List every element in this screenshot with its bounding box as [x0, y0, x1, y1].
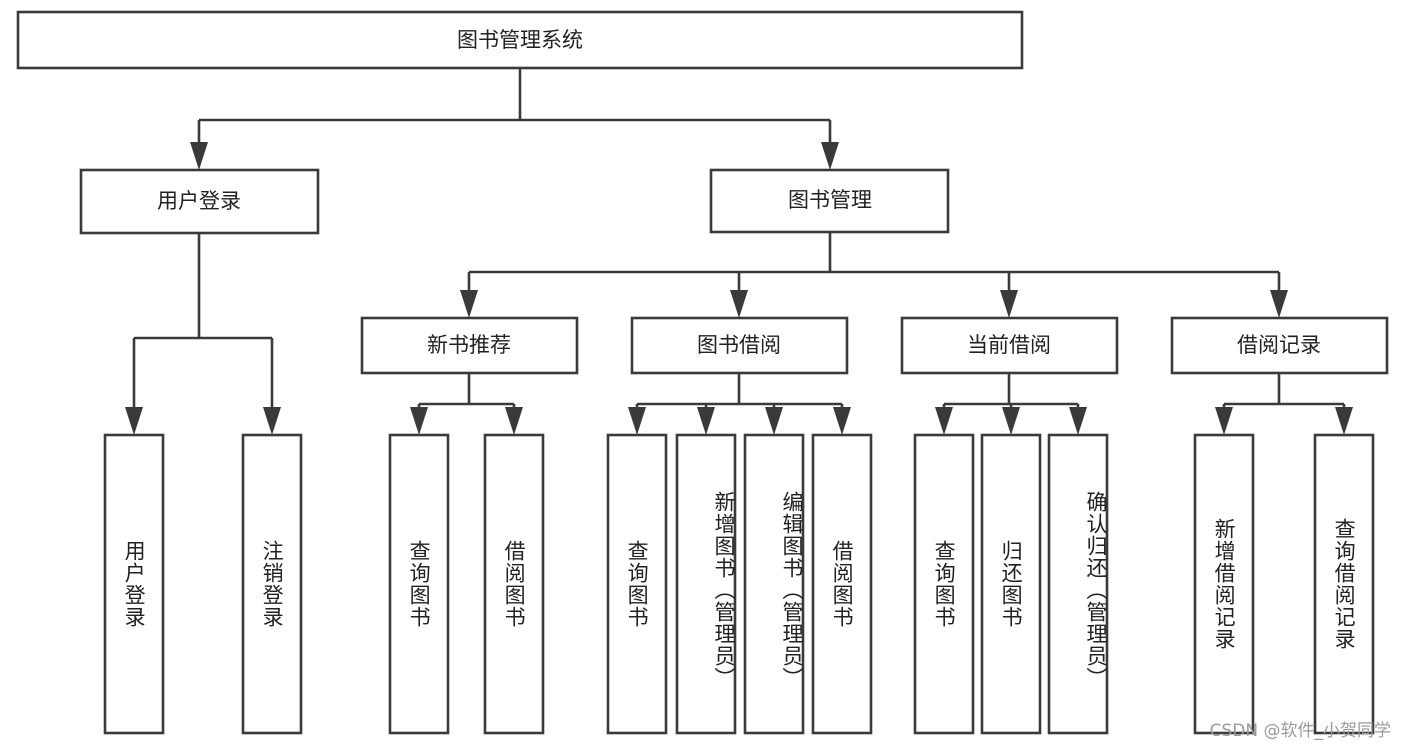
leaf-box-borrow-record-0[interactable]: [1193, 433, 1255, 735]
node-current-borrow[interactable]: 当前借阅: [900, 316, 1119, 375]
node-current-borrow-label: 当前借阅: [967, 333, 1051, 357]
arrowhead-leaf-book-borrow-3: [833, 407, 851, 435]
arrowhead-leaf-borrow-record-0: [1215, 407, 1233, 435]
arrowhead-leaf-current-borrow-1: [1002, 407, 1020, 435]
leaf-group-borrow-record: [1193, 433, 1375, 735]
node-book-borrow[interactable]: 图书借阅: [630, 316, 849, 375]
arrowhead-leaf-user-login-1: [263, 407, 281, 435]
node-new-book-box[interactable]: [360, 316, 579, 375]
arrowhead-leaf-current-borrow-0: [935, 407, 953, 435]
edge-group-new-book: [410, 373, 523, 435]
node-root[interactable]: 图书管理系统: [16, 10, 1024, 70]
node-root-label: 图书管理系统: [457, 28, 583, 52]
arrowhead-leaf-book-borrow-2: [765, 407, 783, 435]
node-new-book[interactable]: 新书推荐: [360, 316, 579, 375]
leaf-group-book-borrow: [606, 433, 873, 735]
watermark-text: CSDN @软件_小贺同学: [1209, 721, 1391, 741]
node-new-book-label: 新书推荐: [427, 333, 511, 357]
node-root-box[interactable]: [16, 10, 1024, 70]
edge-group-book-borrow: [628, 373, 851, 435]
node-book-mgmt-box[interactable]: [709, 168, 950, 234]
node-borrow-record[interactable]: 借阅记录: [1170, 316, 1389, 375]
node-book-mgmt-label: 图书管理: [788, 188, 872, 212]
arrowhead-leaf-user-login-0: [125, 407, 143, 435]
leaf-box-current-borrow-0[interactable]: [913, 433, 975, 735]
node-borrow-record-label: 借阅记录: [1237, 333, 1321, 357]
arrowhead-leaf-book-borrow-0: [628, 407, 646, 435]
leaf-box-current-borrow-2[interactable]: [1047, 433, 1109, 735]
leaf-box-book-borrow-0[interactable]: [606, 433, 668, 735]
arrowhead-leaf-new-book-1: [505, 407, 523, 435]
edge-group-user-login: [125, 233, 281, 435]
node-borrow-record-box[interactable]: [1170, 316, 1389, 375]
leaf-box-new-book-0[interactable]: [388, 433, 450, 735]
edge-group-current-borrow: [935, 373, 1087, 435]
leaf-box-borrow-record-1[interactable]: [1313, 433, 1375, 735]
node-current-borrow-box[interactable]: [900, 316, 1119, 375]
leaf-group-current-borrow: [913, 433, 1109, 735]
leaf-box-user-login-0[interactable]: [103, 433, 165, 735]
node-user-login[interactable]: 用户登录: [79, 168, 320, 235]
leaf-box-new-book-1[interactable]: [483, 433, 545, 735]
node-book-borrow-label: 图书借阅: [697, 333, 781, 357]
arrowhead-book-mgmt: [821, 142, 839, 170]
leaf-group-new-book: [388, 433, 545, 735]
leaf-box-book-borrow-3[interactable]: [811, 433, 873, 735]
arrowhead-leaf-book-borrow-1: [697, 407, 715, 435]
node-user-login-box[interactable]: [79, 168, 320, 235]
leaf-group-user-login: [103, 433, 303, 735]
node-book-borrow-box[interactable]: [630, 316, 849, 375]
edge-group-root: [190, 68, 839, 170]
arrowhead-book-borrow: [730, 290, 748, 318]
leaf-box-book-borrow-2[interactable]: [743, 433, 805, 735]
arrowhead-current-borrow: [1000, 290, 1018, 318]
leaf-box-book-borrow-1[interactable]: [675, 433, 737, 735]
arrowhead-user-login: [190, 142, 208, 170]
leaf-box-user-login-1[interactable]: [241, 433, 303, 735]
arrowhead-leaf-current-borrow-2: [1069, 407, 1087, 435]
leaf-box-current-borrow-1[interactable]: [980, 433, 1042, 735]
arrowhead-new-book: [460, 290, 478, 318]
arrowhead-leaf-borrow-record-1: [1335, 407, 1353, 435]
arrowhead-leaf-new-book-0: [410, 407, 428, 435]
node-book-mgmt[interactable]: 图书管理: [709, 168, 950, 234]
edge-group-borrow-record: [1215, 373, 1353, 435]
edge-group-book-mgmt: [460, 232, 1288, 318]
node-user-login-label: 用户登录: [157, 189, 241, 213]
arrowhead-borrow-record: [1270, 290, 1288, 318]
